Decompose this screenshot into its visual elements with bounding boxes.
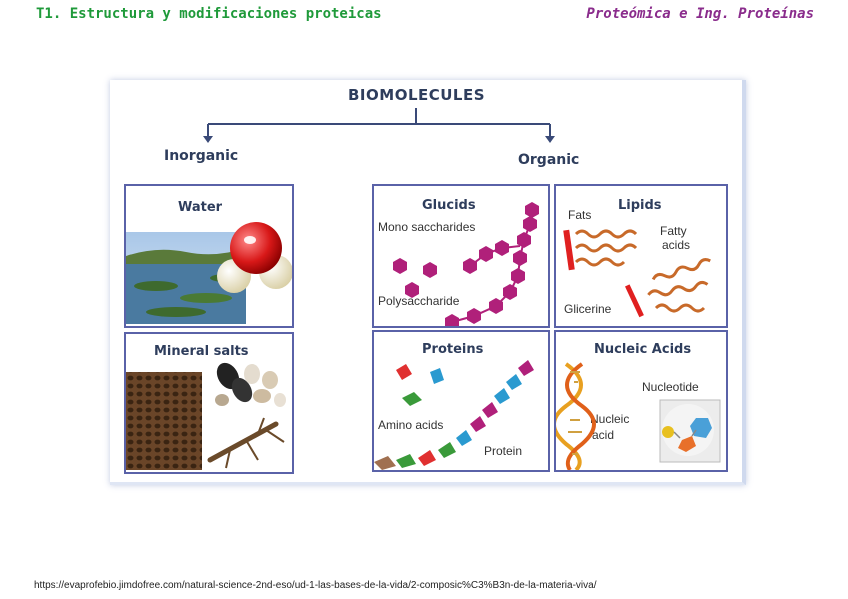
mineral-salts-box: Mineral salts	[124, 332, 294, 474]
proteins-title: Proteins	[422, 342, 484, 357]
monosaccharides-label: Mono saccharides	[378, 220, 476, 234]
water-box: Water	[124, 184, 294, 328]
acid-label: acid	[592, 428, 615, 442]
nucleic-label: Nucleic	[590, 412, 630, 426]
nucleic-acids-illustration	[556, 362, 721, 470]
course-title: Proteómica e Ing. Proteínas	[586, 6, 814, 22]
slide-title: T1. Estructura y modificaciones proteica…	[36, 6, 382, 22]
acids-label: acids	[662, 238, 691, 252]
fatty-label: Fatty	[660, 224, 687, 238]
organic-label: Organic	[518, 152, 580, 168]
nucleic-acids-box: Nucleic Acids Nucleotide Nucleic acid	[554, 330, 728, 472]
proteins-illustration	[374, 360, 534, 470]
glicerine-label: Glicerine	[564, 302, 612, 316]
proteins-box: Proteins Amino acids Protein	[372, 330, 550, 472]
diagram-title: BIOMOLECULES	[348, 86, 486, 104]
mineral-salts-illustration	[126, 362, 286, 470]
polysaccharide-label: Polysaccharide	[378, 294, 460, 308]
lipids-title: Lipids	[618, 198, 662, 213]
source-url[interactable]: https://evaprofebio.jimdofree.com/natura…	[34, 580, 597, 591]
mineral-salts-title: Mineral salts	[154, 344, 249, 359]
protein-label: Protein	[484, 444, 523, 458]
water-illustration	[126, 222, 292, 324]
lipids-illustration	[563, 229, 711, 318]
lipids-box: Lipids Fats Fatty acids Glicerine	[554, 184, 728, 328]
amino-acids-label: Amino acids	[378, 418, 444, 432]
fats-label: Fats	[568, 208, 592, 222]
water-title: Water	[178, 200, 223, 215]
glucids-box: Glucids Mono saccharides Polysaccharide	[372, 184, 550, 328]
nucleic-acids-title: Nucleic Acids	[594, 342, 692, 357]
glucids-title: Glucids	[422, 198, 476, 213]
inorganic-label: Inorganic	[164, 148, 239, 164]
nucleotide-label: Nucleotide	[642, 380, 699, 394]
glucids-illustration	[393, 202, 539, 326]
biomolecules-diagram: BIOMOLECULES Inorganic Organic Water	[110, 80, 746, 485]
connector-lines	[203, 108, 555, 143]
